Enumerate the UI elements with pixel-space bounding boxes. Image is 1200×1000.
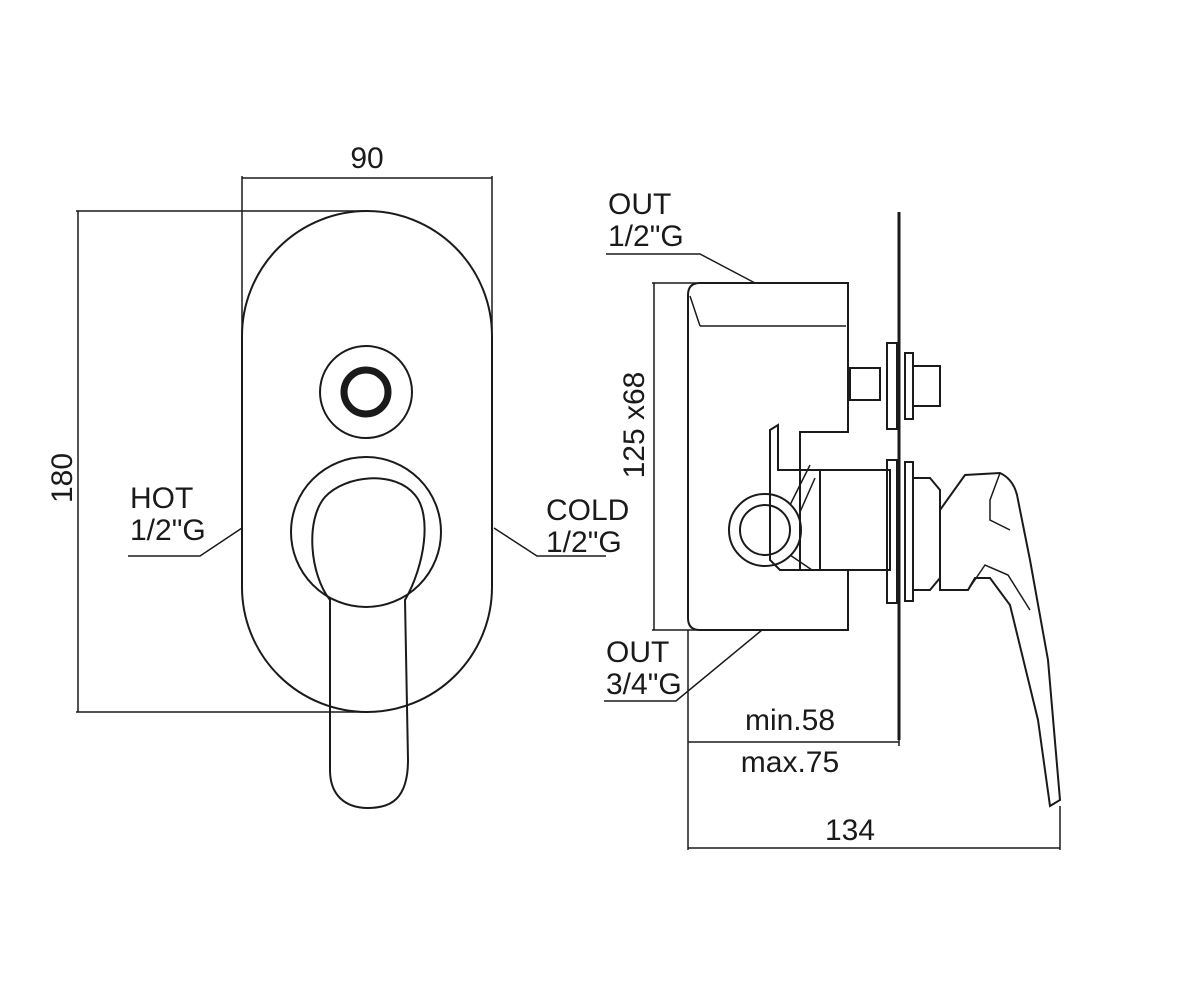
cold-leader-line — [493, 527, 606, 557]
side-port-detail — [789, 464, 816, 571]
side-view: OUT 1/2"G 125 x68 O — [604, 188, 1062, 850]
front-view: 90 180 HOT 1/2"G COLD 1/2"G — [46, 142, 629, 810]
diverter-knob-side — [912, 365, 941, 407]
cold-label-line1: COLD — [546, 494, 629, 527]
out-bottom-label-line2: 3/4"G — [606, 668, 682, 701]
lever-handle — [311, 477, 426, 810]
diverter-knob-ring — [340, 366, 392, 418]
out-top-label-line2: 1/2"G — [608, 220, 684, 253]
side-port-inner — [739, 504, 791, 556]
max-dimension-label: max.75 — [741, 746, 839, 779]
valve-body — [819, 469, 891, 571]
total-dimension-label: 134 — [825, 814, 875, 847]
diverter-knob-outer — [319, 345, 413, 439]
diverter-washer — [904, 352, 914, 420]
handle-nut — [886, 459, 898, 604]
lever-handle-detail — [967, 564, 1031, 611]
box-chamfer-top — [689, 295, 701, 327]
diverter-nut — [886, 342, 898, 430]
out-bottom-label-line1: OUT — [606, 636, 669, 669]
out-bottom-leader-line — [604, 629, 763, 702]
hot-label-line2: 1/2"G — [130, 514, 206, 547]
built-in-box — [687, 282, 849, 631]
height-dimension-label: 180 — [46, 453, 79, 503]
out-top-label-line1: OUT — [608, 188, 671, 221]
hot-leader-line — [128, 527, 243, 557]
lever-handle-edge — [989, 472, 1011, 531]
diverter-stem — [849, 367, 881, 401]
cold-label-line2: 1/2"G — [546, 526, 622, 559]
width-dimension-label: 90 — [350, 142, 383, 175]
handle-rosette — [290, 456, 442, 608]
lever-handle-side — [939, 471, 1062, 808]
out-top-leader-line — [606, 253, 756, 284]
box-dimension-label: 125 x68 — [618, 372, 651, 479]
cover-plate — [241, 210, 493, 713]
handle-washer — [904, 461, 914, 602]
handle-cartridge-cap — [912, 477, 941, 591]
min-dimension-label: min.58 — [745, 704, 835, 737]
side-port-outer — [728, 493, 802, 567]
hot-label-line1: HOT — [130, 482, 193, 515]
